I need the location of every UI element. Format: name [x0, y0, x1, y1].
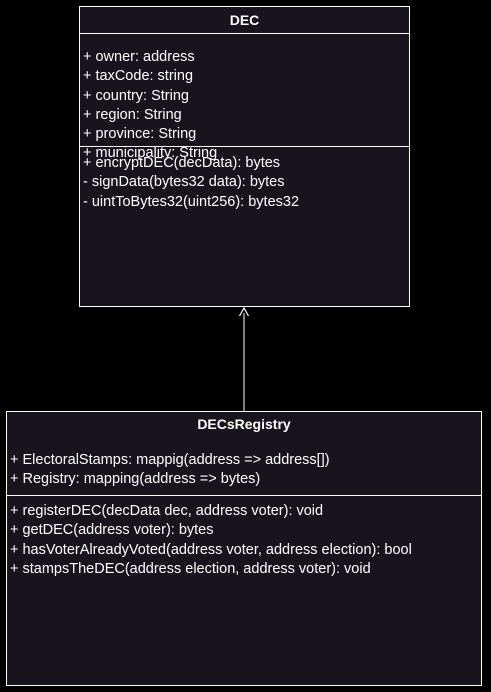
registry-method: + registerDEC(decData dec, address voter…	[10, 503, 324, 519]
registry-methods: + registerDEC(decData dec, address voter…	[7, 496, 481, 579]
registry-section-divider	[7, 495, 481, 496]
dependency-arrow-head	[238, 306, 250, 317]
dec-attribute: + taxCode: string	[83, 68, 194, 85]
dec-attribute: + region: String	[83, 106, 182, 123]
dec-attribute: + municipality: String	[83, 145, 218, 162]
registry-class-title: DECsRegistry	[197, 416, 291, 432]
dec-method: + encryptDEC(decData): bytes	[83, 155, 281, 171]
dec-class-box[interactable]: DEC + owner: address + taxCode: string +…	[79, 6, 410, 307]
dec-attribute: + owner: address	[83, 49, 195, 65]
registry-method: + hasVoterAlreadyVoted(address voter, ad…	[10, 541, 412, 558]
registry-attributes: + ElectoralStamps: mappig(address => add…	[7, 440, 481, 495]
registry-method: + getDEC(address voter): bytes	[10, 522, 214, 539]
registry-attribute: + ElectoralStamps: mappig(address => add…	[10, 452, 330, 468]
dec-methods: + encryptDEC(decData): bytes - signData(…	[80, 147, 409, 212]
dec-attribute: + province: String	[83, 126, 197, 143]
registry-class-box[interactable]: DECsRegistry + ElectoralStamps: mappig(a…	[6, 411, 482, 686]
dec-method: - signData(bytes32 data): bytes	[83, 174, 285, 191]
dec-class-title: DEC	[229, 12, 260, 28]
dec-method: - uintToBytes32(uint256): bytes32	[83, 193, 300, 210]
dec-attributes: + owner: address + taxCode: string + cou…	[80, 34, 409, 161]
registry-attribute: + Registry: mapping(address => bytes)	[10, 471, 261, 488]
dec-title-divider	[80, 33, 409, 34]
registry-method: + stampsTheDEC(address election, address…	[10, 560, 371, 577]
dec-attribute: + country: String	[83, 87, 189, 104]
dec-section-divider	[80, 146, 409, 147]
